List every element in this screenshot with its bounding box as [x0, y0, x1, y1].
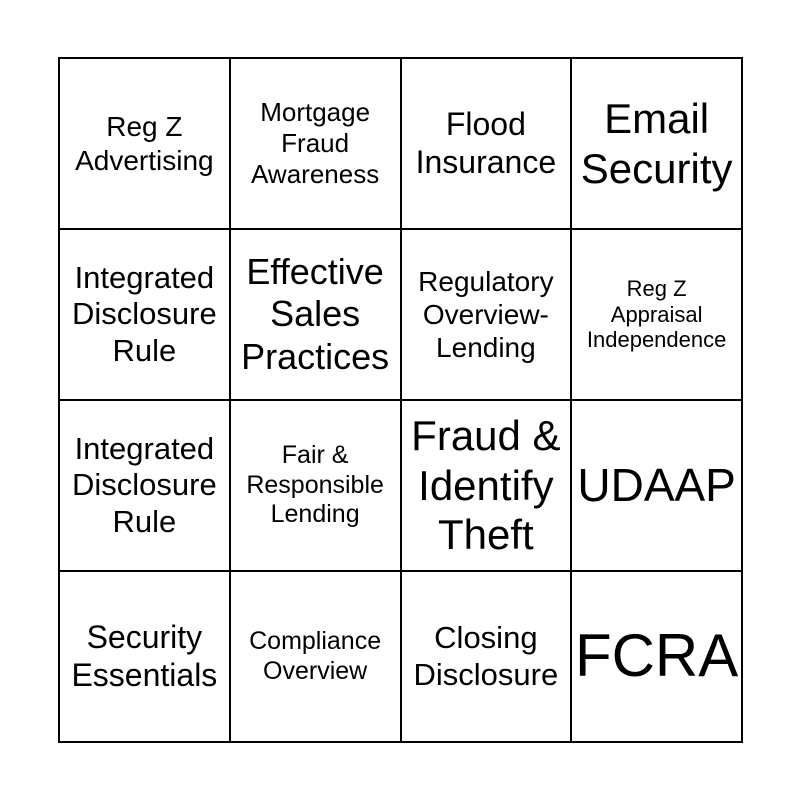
bingo-cell-text: Email	[604, 94, 710, 142]
bingo-cell-text: Sales	[270, 293, 361, 335]
bingo-cell-text: Rule	[112, 503, 177, 539]
bingo-cell-text: Regulatory	[418, 265, 554, 297]
bingo-cell-text: Appraisal	[610, 301, 703, 327]
bingo-cell-text: Practices	[241, 335, 390, 377]
bingo-cell-text: Effective	[246, 250, 384, 292]
bingo-cell-text: Overview-	[422, 298, 549, 330]
bingo-cell-text: Disclosure	[72, 467, 217, 503]
bingo-cell-text: Lending	[436, 332, 536, 364]
bingo-cell-text: Responsible	[246, 470, 384, 499]
bingo-cell-text: Identify	[418, 461, 554, 509]
bingo-cell-text: Security	[580, 144, 733, 192]
bingo-cell-text: Advertising	[75, 144, 214, 176]
bingo-cell-text: Flood	[445, 105, 526, 142]
bingo-cell-text: UDAAP	[577, 459, 736, 512]
bingo-cell-text: Integrated	[74, 259, 215, 295]
bingo-cell-text: Closing	[434, 619, 538, 655]
bingo-cell-text: Integrated	[74, 430, 215, 466]
bingo-cell-text: Overview	[263, 656, 368, 685]
bingo-cell[interactable]: UDAAP	[571, 400, 742, 571]
bingo-cell-text: Compliance	[249, 627, 382, 655]
bingo-cell-text: Theft	[438, 511, 534, 559]
bingo-cell[interactable]: FCRA	[571, 571, 742, 742]
bingo-cell-text: Fraud	[281, 128, 350, 159]
bingo-cell-text: Disclosure	[72, 296, 217, 332]
bingo-cell-text: Essentials	[71, 656, 218, 693]
bingo-cell-text: Independence	[586, 327, 727, 353]
bingo-cell-text: FCRA	[574, 622, 739, 690]
bingo-cell-text: Awareness	[251, 158, 380, 189]
bingo-cell-text: Fraud &	[411, 412, 561, 460]
bingo-cell-text: Disclosure	[413, 656, 559, 692]
bingo-cell-text: Fair &	[281, 441, 349, 470]
bingo-cell-text: Reg Z	[626, 275, 687, 301]
bingo-cell-text: Mortgage	[260, 97, 371, 128]
bingo-cell-text: Lending	[270, 500, 360, 529]
bingo-cell-text: Insurance	[415, 143, 557, 180]
bingo-cell-text: Reg Z	[106, 111, 183, 143]
bingo-cell-text: Rule	[112, 332, 177, 368]
bingo-cell-text: Security	[86, 618, 203, 655]
